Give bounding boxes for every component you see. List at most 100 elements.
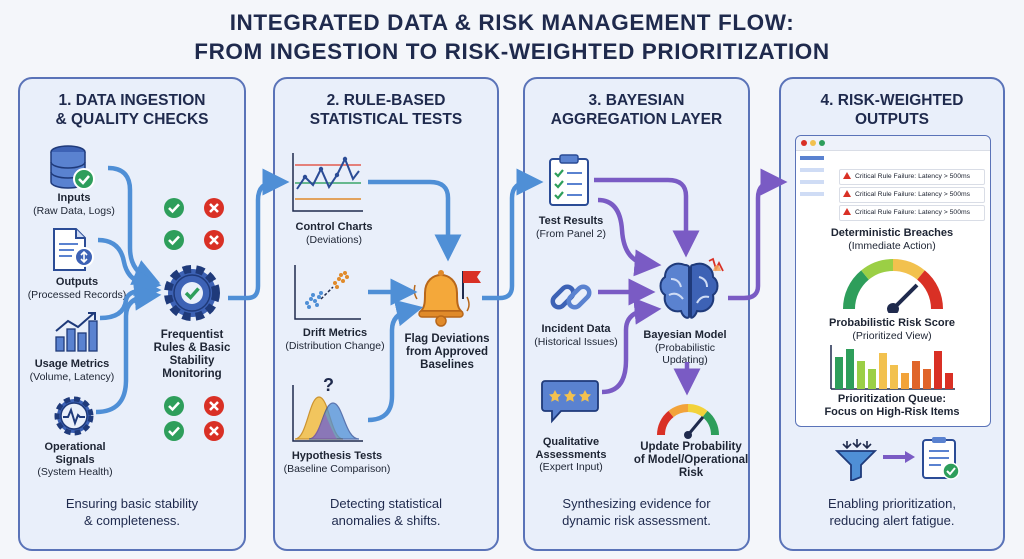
incident-data-title: Incident Data [541,323,611,335]
bayesian-model-subtitle-1: (Probabilistic [654,341,716,354]
cross-icon [203,395,225,417]
panel-statistical-tests: 2. RULE-BASED STATISTICAL TESTS Control … [273,77,499,551]
panel-1-heading-line-2: & QUALITY CHECKS [55,111,209,128]
cross-icon [203,197,225,219]
risk-gauge-icon [841,257,945,313]
inputs-label: Inputs (Raw Data, Logs) [24,192,124,217]
qualitative-assessments-label: Qualitative Assessments (Expert Input) [521,436,621,474]
outputs-label: Outputs (Processed Records) [22,276,132,301]
drift-metrics-label: Drift Metrics (Distribution Change) [275,327,395,352]
frequentist-label: Frequentist Rules & Basic Stability Moni… [144,329,240,381]
incident-data-label: Incident Data (Historical Issues) [521,323,631,348]
check-icon [163,395,185,417]
title-line-2: FROM INGESTION TO RISK-WEIGHTED PRIORITI… [194,39,830,64]
test-results-label: Test Results (From Panel 2) [521,215,621,240]
bar-growth-icon [52,309,100,353]
frequentist-line-1: Frequentist [160,329,224,341]
panel-1-footer-line-1: Ensuring basic stability [65,496,199,511]
operational-signals-subtitle: (System Health) [37,466,113,478]
database-icon [44,143,100,195]
alert-text: Critical Rule Failure: Latency > 500ms [855,173,971,180]
warning-icon [843,190,851,197]
usage-metrics-label: Usage Metrics (Volume, Latency) [22,358,122,383]
inputs-subtitle: (Raw Data, Logs) [33,204,115,217]
control-charts-subtitle: (Deviations) [305,233,363,246]
control-chart-icon [289,151,365,215]
operational-signals-title-1: Operational [44,441,106,453]
drift-metrics-subtitle: (Distribution Change) [285,339,385,352]
window-maximize-dot [819,140,825,146]
funnel-icon [835,437,877,481]
outputs-title: Outputs [55,276,99,288]
panel-4-footer-line-2: reducing alert fatigue. [829,513,955,528]
check-icon [163,197,185,219]
hypothesis-tests-title: Hypothesis Tests [291,450,383,462]
alert-text: Critical Rule Failure: Latency > 500ms [855,191,971,198]
panel-4-heading-line-1: 4. RISK-WEIGHTED [820,92,964,109]
panel-3-heading: 3. BAYESIAN AGGREGATION LAYER [525,91,748,129]
bayesian-model-label: Bayesian Model (Probabilistic Updating) [625,329,745,367]
drift-metrics-title: Drift Metrics [302,327,368,339]
flag-deviations-line-1: Flag Deviations [404,333,490,345]
gauge-icon [655,399,721,439]
panel-4-footer-line-1: Enabling prioritization, [828,496,956,511]
alert-text: Critical Rule Failure: Latency > 500ms [855,209,971,216]
panel-2-footer-line-1: Detecting statistical [330,496,442,511]
panel-risk-weighted-outputs: 4. RISK-WEIGHTED OUTPUTS Critical Rule F… [779,77,1005,551]
window-minimize-dot [810,140,816,146]
operational-signals-label: Operational Signals (System Health) [20,441,130,479]
check-icon [163,420,185,442]
clipboard-icon [547,153,593,207]
qualitative-subtitle: (Expert Input) [539,461,603,473]
window-close-dot [801,140,807,146]
panel-2-heading-line-1: 2. RULE-BASED [326,92,446,109]
alert-row[interactable]: Critical Rule Failure: Latency > 500ms [839,187,985,203]
update-probability-label: Update Probability of Model/Operational … [629,441,753,480]
incident-data-subtitle: (Historical Issues) [534,335,618,348]
brain-icon [655,257,727,323]
hypothesis-tests-label: Hypothesis Tests (Baseline Comparison) [275,450,399,475]
alert-row[interactable]: Critical Rule Failure: Latency > 500ms [839,205,985,221]
frequentist-line-4: Monitoring [162,368,222,380]
scatter-icon [291,263,363,323]
check-icon [163,229,185,251]
flag-deviations-line-3: Baselines [420,359,474,371]
panel-1-heading: 1. DATA INGESTION & QUALITY CHECKS [20,91,244,129]
title-line-1: INTEGRATED DATA & RISK MANAGEMENT FLOW: [229,10,795,35]
panel-4-heading-line-2: OUTPUTS [854,111,930,128]
panel-1-footer-line-2: & completeness. [83,513,181,528]
panel-3-footer-line-2: dynamic risk assessment. [562,513,711,528]
panel-2-footer: Detecting statistical anomalies & shifts… [275,495,497,529]
alert-row[interactable]: Critical Rule Failure: Latency > 500ms [839,169,985,185]
deterministic-breaches-subtitle: (Immediate Action) [848,239,936,252]
panel-3-footer-line-1: Synthesizing evidence for [562,496,711,511]
usage-metrics-subtitle: (Volume, Latency) [29,370,115,383]
operational-signals-title-2: Signals [55,453,95,466]
hypothesis-tests-subtitle: (Baseline Comparison) [283,462,391,475]
risk-score-subtitle: (Prioritized View) [852,329,932,342]
arrow-right-icon [881,449,917,465]
frequentist-line-2: Rules & Basic [153,342,231,354]
bayesian-model-subtitle-2: Updating) [662,354,708,366]
panel-3-heading-line-2: AGGREGATION LAYER [550,111,723,128]
panel-1-footer: Ensuring basic stability & completeness. [20,495,244,529]
cross-icon [203,420,225,442]
panel-4-heading: 4. RISK-WEIGHTED OUTPUTS [781,91,1003,129]
prioritization-queue-title: Prioritization Queue: [837,393,947,405]
rating-bubble-icon [541,377,599,425]
qualitative-title-2: Assessments [535,448,607,461]
panel-3-footer: Synthesizing evidence for dynamic risk a… [525,495,748,529]
checklist-icon [921,435,961,481]
control-charts-label: Control Charts (Deviations) [279,221,389,246]
distribution-icon [289,383,365,445]
panel-1-heading-line-1: 1. DATA INGESTION [58,92,206,109]
update-probability-line-3: Risk [678,467,704,479]
update-probability-line-2: of Model/Operational [633,454,749,466]
warning-icon [843,172,851,179]
bell-flag-icon [413,267,485,329]
panel-4-footer: Enabling prioritization, reducing alert … [781,495,1003,529]
qualitative-title-1: Qualitative [542,436,600,448]
document-icon [50,227,98,273]
panel-data-ingestion: 1. DATA INGESTION & QUALITY CHECKS Input… [18,77,246,551]
risk-score-label: Probabilistic Risk Score (Prioritized Vi… [795,317,989,342]
